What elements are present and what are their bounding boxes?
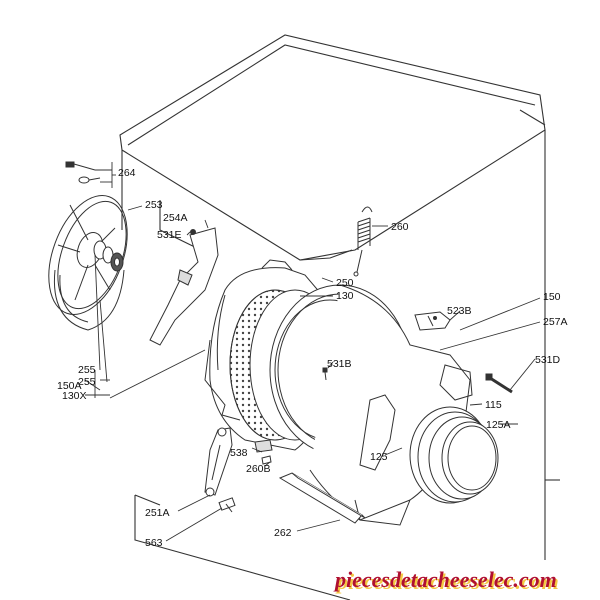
callout-531D: 531D — [535, 354, 561, 366]
svg-text:piecesdetacheeselec.com: piecesdetacheeselec.com — [335, 569, 559, 594]
pressure-chamber — [254, 439, 273, 465]
callout-260B: 260B — [246, 463, 271, 475]
callout-255-b: 255 — [78, 376, 96, 388]
tub-bolt — [485, 373, 513, 394]
callout-260: 260 — [391, 221, 409, 233]
callout-130X: 130X — [62, 390, 87, 402]
callout-255-a: 255 — [78, 364, 96, 376]
leader-lines — [84, 162, 541, 542]
pulley-screw — [65, 161, 101, 184]
absorber-pin — [218, 497, 236, 513]
site-watermark: piecesdetacheeselec.com piecesdetacheese… — [333, 567, 559, 594]
callout-563: 563 — [145, 537, 163, 549]
callout-130: 130 — [336, 290, 354, 302]
callout-257A: 257A — [543, 316, 568, 328]
callout-251A: 251A — [145, 507, 170, 519]
suspension-spring — [353, 206, 373, 277]
callout-531B: 531B — [327, 358, 352, 370]
callout-538: 538 — [230, 447, 248, 459]
support-bracket — [149, 227, 219, 346]
pulley-bearings — [93, 240, 124, 272]
callout-531E: 531E — [157, 229, 182, 241]
callout-262: 262 — [274, 527, 292, 539]
callout-254A: 254A — [163, 212, 188, 224]
callout-264: 264 — [118, 167, 136, 179]
shock-absorber — [204, 427, 233, 497]
callout-125: 125 — [370, 451, 388, 463]
callout-150A: 150A — [57, 380, 82, 392]
callout-523B: 523B — [447, 305, 472, 317]
cabinet-outline — [119, 34, 560, 600]
callout-253: 253 — [145, 199, 163, 211]
callout-250: 250 — [336, 277, 354, 289]
callout-150: 150 — [543, 291, 561, 303]
callout-115: 115 — [485, 399, 502, 411]
counterweight-bar — [278, 472, 366, 524]
svg-text:piecesdetacheeselec.com: piecesdetacheeselec.com — [333, 567, 557, 592]
screw-531b — [322, 367, 328, 381]
micro-switch — [414, 311, 451, 331]
callout-labels: 264 253 254A 531E 260 250 130 523B 150 2… — [57, 167, 568, 549]
callout-125A: 125A — [486, 419, 511, 431]
door-seal — [409, 406, 499, 504]
